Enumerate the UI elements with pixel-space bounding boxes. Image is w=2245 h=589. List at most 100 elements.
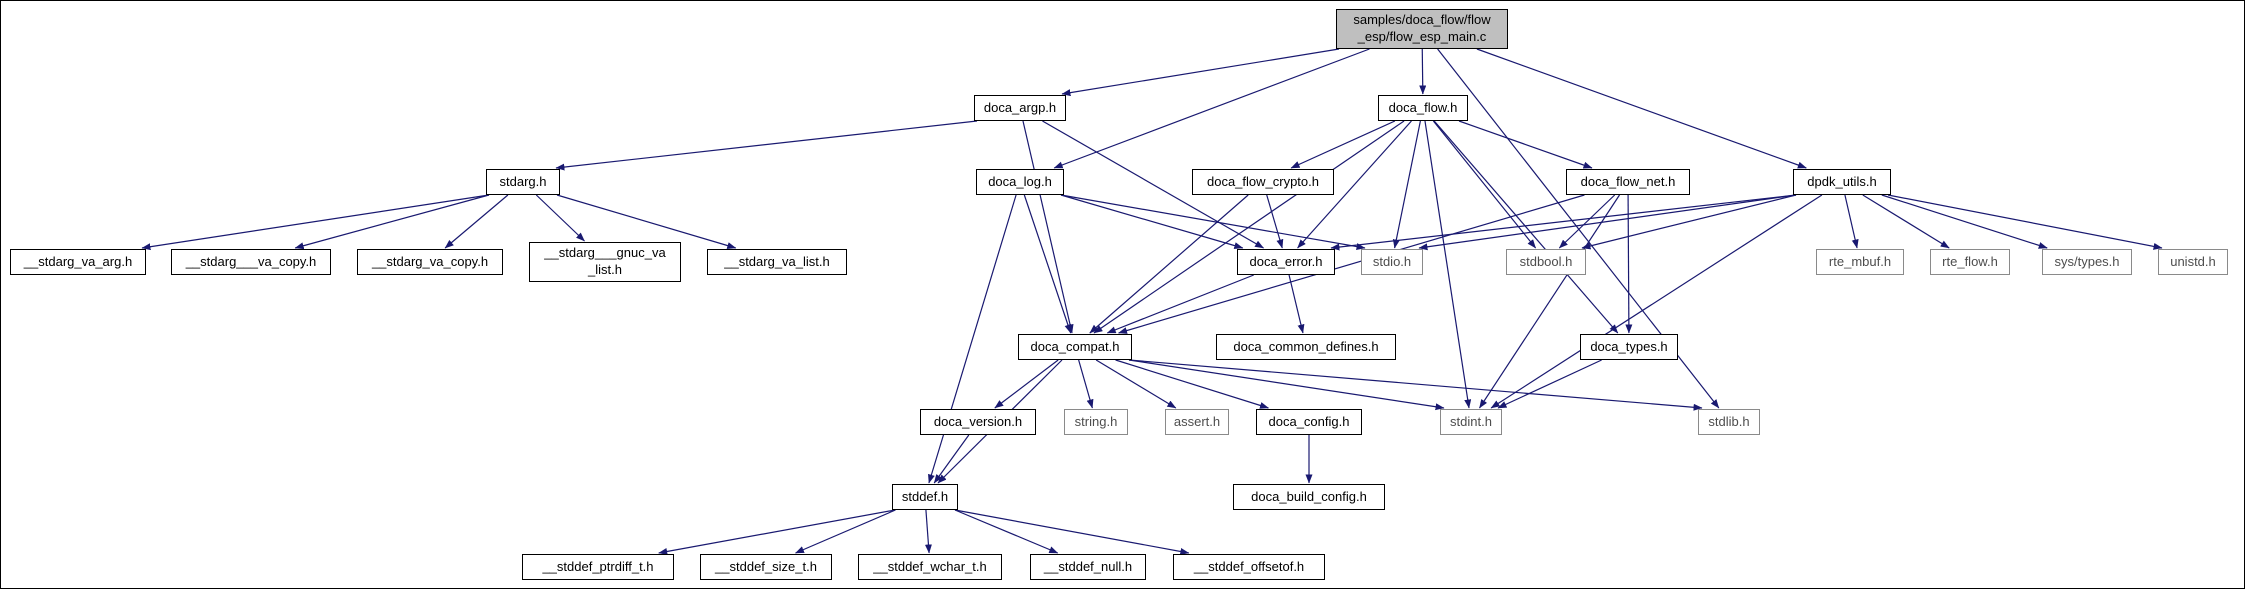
include-edge-dpdk_utils-to-sys_types bbox=[1881, 194, 2048, 249]
include-edge-doca_compat-to-doca_version bbox=[994, 359, 1059, 409]
graph-node-doca_build_config[interactable]: doca_build_config.h bbox=[1233, 484, 1385, 510]
graph-node-label: __stdarg___va_copy.h bbox=[185, 253, 317, 269]
graph-node-label: rte_flow.h bbox=[1942, 253, 1998, 269]
graph-node-stddef_null[interactable]: __stddef_null.h bbox=[1030, 554, 1146, 580]
include-edge-stddef-to-stddef_ptrdiff bbox=[658, 509, 896, 555]
graph-node-doca_common_defines[interactable]: doca_common_defines.h bbox=[1216, 334, 1396, 360]
include-edge-doca_error-to-doca_compat bbox=[1106, 274, 1254, 334]
graph-node-stdarg_va_arg[interactable]: __stdarg_va_arg.h bbox=[10, 249, 146, 275]
include-edge-doca_version-to-stddef bbox=[933, 434, 970, 484]
graph-node-label: doca_build_config.h bbox=[1251, 488, 1367, 504]
graph-node-label: doca_config.h bbox=[1268, 413, 1350, 429]
graph-node-stdarg_va_list[interactable]: __stdarg_va_list.h bbox=[707, 249, 847, 275]
graph-node-stdlib: stdlib.h bbox=[1698, 409, 1760, 435]
include-edge-dpdk_utils-to-unistd bbox=[1887, 194, 2163, 250]
include-edge-dpdk_utils-to-stdint bbox=[1490, 194, 1823, 409]
include-edge-main-to-doca_log bbox=[1053, 48, 1370, 169]
graph-node-string: string.h bbox=[1064, 409, 1128, 435]
graph-node-label: string.h bbox=[1074, 413, 1118, 429]
graph-node-label: doca_log.h bbox=[988, 173, 1052, 189]
include-edge-doca_error-to-doca_common_defines bbox=[1288, 274, 1305, 334]
graph-node-doca_compat[interactable]: doca_compat.h bbox=[1018, 334, 1132, 360]
graph-node-doca_config[interactable]: doca_config.h bbox=[1256, 409, 1362, 435]
graph-node-assert: assert.h bbox=[1165, 409, 1229, 435]
include-edge-doca_flow_net-to-stdbool bbox=[1558, 194, 1616, 249]
graph-node-stddef_ptrdiff[interactable]: __stddef_ptrdiff_t.h bbox=[522, 554, 674, 580]
include-edge-doca_compat-to-assert bbox=[1095, 359, 1177, 409]
include-edge-stdarg-to-stdarg_va_arg bbox=[141, 194, 490, 251]
graph-node-doca_flow[interactable]: doca_flow.h bbox=[1378, 95, 1468, 121]
include-edge-doca_argp-to-doca_error bbox=[1042, 120, 1264, 249]
graph-node-stdarg__va_copy[interactable]: __stdarg___va_copy.h bbox=[171, 249, 331, 275]
graph-node-doca_types[interactable]: doca_types.h bbox=[1580, 334, 1678, 360]
include-edge-doca_types-to-stdint bbox=[1497, 359, 1602, 409]
include-edge-doca_flow_crypto-to-doca_compat bbox=[1089, 194, 1249, 334]
graph-node-label: __stdarg_va_copy.h bbox=[371, 253, 489, 269]
graph-node-label: dpdk_utils.h bbox=[1807, 173, 1877, 189]
graph-node-sys_types: sys/types.h bbox=[2042, 249, 2132, 275]
graph-node-main: samples/doca_flow/flow_esp/flow_esp_main… bbox=[1336, 9, 1508, 49]
include-edge-doca_flow-to-doca_types bbox=[1433, 120, 1619, 334]
include-edge-doca_compat-to-string bbox=[1078, 359, 1094, 409]
include-edge-doca_flow_crypto-to-doca_error bbox=[1266, 194, 1284, 249]
graph-node-label: doca_types.h bbox=[1590, 338, 1668, 354]
include-edge-doca_argp-to-stdarg bbox=[555, 120, 978, 171]
include-edge-doca_argp-to-doca_compat bbox=[1022, 120, 1074, 334]
graph-node-label: stdarg.h bbox=[499, 173, 547, 189]
graph-node-label: stdbool.h bbox=[1519, 253, 1573, 269]
graph-node-label: __stdarg___gnuc_va bbox=[544, 245, 666, 261]
include-edge-stdarg-to-stdarg__va_copy bbox=[294, 194, 490, 250]
graph-node-doca_version[interactable]: doca_version.h bbox=[920, 409, 1036, 435]
graph-node-stdint: stdint.h bbox=[1440, 409, 1502, 435]
include-edge-doca_flow-to-stdio bbox=[1392, 120, 1421, 249]
graph-node-label: __stddef_offsetof.h bbox=[1193, 558, 1305, 574]
graph-node-doca_argp[interactable]: doca_argp.h bbox=[974, 95, 1066, 121]
graph-node-stdbool: stdbool.h bbox=[1506, 249, 1586, 275]
graph-node-label: __stdarg_va_list.h bbox=[724, 253, 830, 269]
include-edge-doca_flow-to-stdint bbox=[1424, 120, 1472, 409]
include-edge-dpdk_utils-to-stdbool bbox=[1581, 194, 1797, 250]
graph-node-stddef_size[interactable]: __stddef_size_t.h bbox=[700, 554, 832, 580]
graph-node-stdarg_va_copy[interactable]: __stdarg_va_copy.h bbox=[357, 249, 503, 275]
graph-node-stddef[interactable]: stddef.h bbox=[892, 484, 958, 510]
graph-node-stddef_wchar[interactable]: __stddef_wchar_t.h bbox=[858, 554, 1002, 580]
graph-node-label: rte_mbuf.h bbox=[1828, 253, 1892, 269]
graph-node-label: unistd.h bbox=[2170, 253, 2216, 269]
graph-node-stdarg_gnuc_va_list[interactable]: __stdarg___gnuc_va_list.h bbox=[529, 242, 681, 282]
graph-node-rte_flow: rte_flow.h bbox=[1930, 249, 2010, 275]
include-edge-doca_flow-to-doca_flow_net bbox=[1458, 120, 1593, 169]
graph-node-doca_log[interactable]: doca_log.h bbox=[976, 169, 1064, 195]
graph-node-label: __stddef_null.h bbox=[1043, 558, 1133, 574]
include-edge-main-to-dpdk_utils bbox=[1476, 48, 1807, 169]
include-edge-stddef-to-stddef_size bbox=[795, 509, 896, 554]
graph-node-dpdk_utils[interactable]: dpdk_utils.h bbox=[1793, 169, 1891, 195]
graph-node-label: __stddef_size_t.h bbox=[715, 558, 817, 574]
include-edge-main-to-doca_argp bbox=[1061, 48, 1340, 97]
graph-node-label: doca_flow.h bbox=[1388, 99, 1458, 115]
include-edge-doca_flow_net-to-doca_compat bbox=[1118, 194, 1585, 334]
include-edge-doca_flow-to-doca_compat bbox=[1093, 120, 1405, 334]
graph-node-doca_flow_net[interactable]: doca_flow_net.h bbox=[1566, 169, 1690, 195]
include-edge-doca_log-to-stdio bbox=[1060, 194, 1366, 250]
graph-node-label: stdint.h bbox=[1450, 413, 1492, 429]
include-edge-doca_flow-to-doca_flow_crypto bbox=[1290, 120, 1396, 169]
graph-node-label: doca_error.h bbox=[1249, 253, 1323, 269]
include-edge-doca_flow_net-to-doca_types bbox=[1625, 194, 1633, 334]
include-edge-stdarg-to-stdarg_va_list bbox=[556, 194, 737, 249]
graph-node-label: samples/doca_flow/flow bbox=[1353, 12, 1491, 28]
include-edge-stdarg-to-stdarg_gnuc_va_list bbox=[535, 194, 585, 242]
graph-node-doca_flow_crypto[interactable]: doca_flow_crypto.h bbox=[1192, 169, 1334, 195]
graph-node-doca_error[interactable]: doca_error.h bbox=[1237, 249, 1335, 275]
include-edge-main-to-doca_flow bbox=[1419, 48, 1427, 95]
graph-node-stddef_offsetof[interactable]: __stddef_offsetof.h bbox=[1173, 554, 1325, 580]
graph-node-stdarg[interactable]: stdarg.h bbox=[486, 169, 560, 195]
include-edge-stddef-to-stddef_offsetof bbox=[954, 509, 1190, 555]
include-edge-doca_log-to-doca_error bbox=[1060, 194, 1244, 249]
graph-node-label: sys/types.h bbox=[2054, 253, 2120, 269]
graph-node-label: __stddef_wchar_t.h bbox=[873, 558, 987, 574]
include-edge-doca_flow-to-doca_error bbox=[1297, 120, 1412, 249]
graph-node-label: _esp/flow_esp_main.c bbox=[1357, 29, 1487, 44]
include-edge-dpdk_utils-to-rte_flow bbox=[1862, 194, 1950, 249]
